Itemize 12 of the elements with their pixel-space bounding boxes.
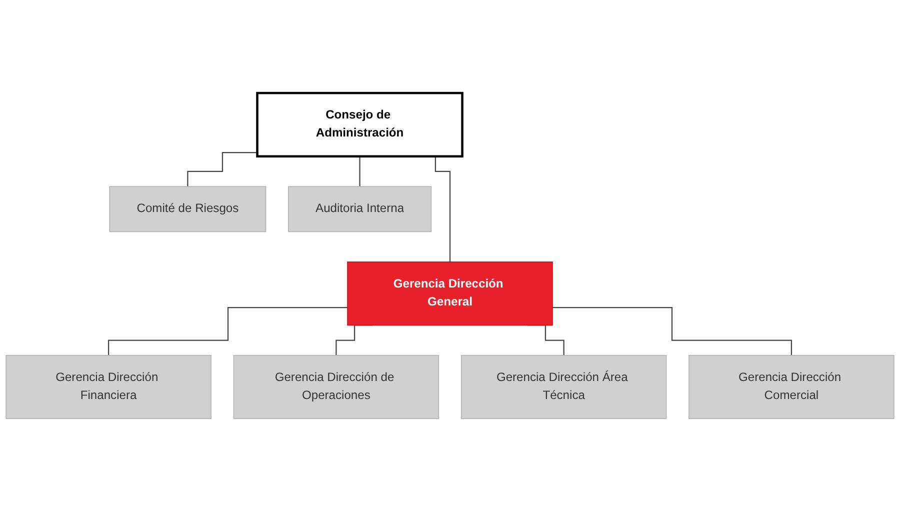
node-box: Gerencia Dirección General bbox=[347, 262, 553, 326]
node-box: Comité de Riesgos bbox=[109, 186, 266, 232]
node-box: Gerencia Dirección Área Técnica bbox=[460, 355, 667, 420]
node-box: Gerencia Dirección de Operaciones bbox=[233, 355, 440, 420]
node-box: Gerencia Dirección Financiera bbox=[6, 355, 212, 420]
connector bbox=[187, 152, 258, 188]
node-box: Auditoria Interna bbox=[288, 186, 432, 232]
connector bbox=[108, 307, 348, 356]
connector bbox=[359, 156, 360, 188]
node-box: Consejo de Administración bbox=[256, 92, 464, 158]
node-box: Gerencia Dirección Comercial bbox=[688, 355, 894, 420]
connector bbox=[552, 307, 792, 356]
